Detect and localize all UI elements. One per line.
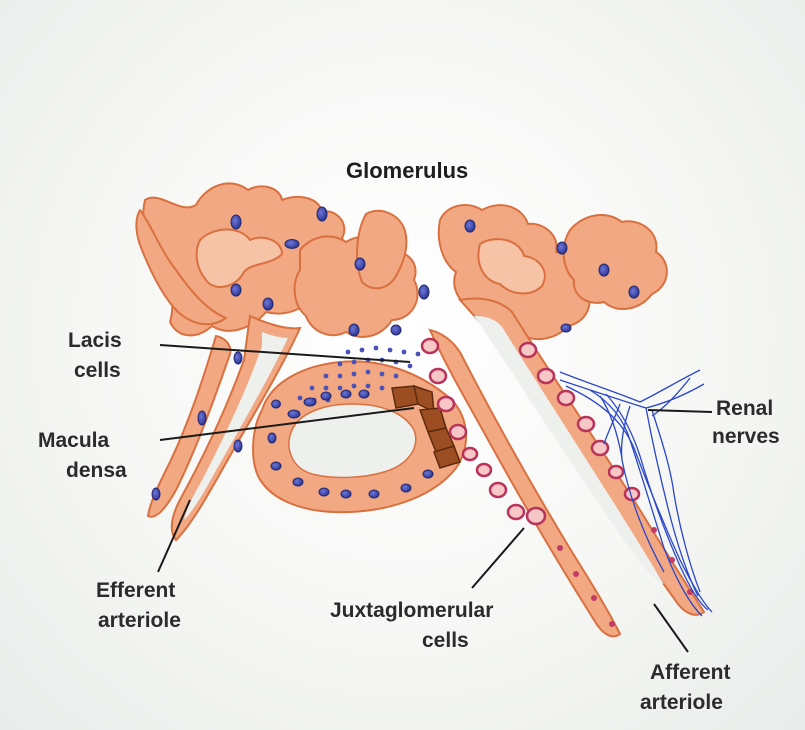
label-afferent-line2: arteriole <box>640 690 723 716</box>
nucleus <box>419 285 429 299</box>
glomerulus-capillary-tuft <box>136 183 666 339</box>
label-efferent-line2: arteriole <box>98 608 181 634</box>
nucleus <box>321 392 331 400</box>
leader-line-juxtaglomerular <box>472 528 524 588</box>
label-afferent-line1: Afferent <box>650 660 731 686</box>
nucleus <box>341 490 351 498</box>
nucleus <box>355 258 365 270</box>
nucleus <box>341 390 351 398</box>
nucleus <box>557 242 567 254</box>
nucleus <box>234 352 242 364</box>
nucleus <box>198 411 206 425</box>
label-efferent-line1: Efferent <box>96 578 175 604</box>
nucleus <box>231 215 241 229</box>
nucleus <box>268 433 276 443</box>
nucleus <box>349 324 359 336</box>
nucleus <box>391 325 401 335</box>
nucleus <box>359 390 369 398</box>
label-renal-line1: Renal <box>716 396 773 422</box>
afferent-arteriole <box>430 299 704 637</box>
nucleus <box>465 220 475 232</box>
nucleus <box>629 286 639 298</box>
diagram-title: Glomerulus <box>346 158 468 184</box>
nucleus <box>271 462 281 470</box>
leader-line-afferent <box>654 604 688 652</box>
nucleus <box>599 264 609 276</box>
nucleus <box>561 324 571 332</box>
label-renal-line2: nerves <box>712 424 780 450</box>
label-jg-line1: Juxtaglomerular <box>330 598 493 624</box>
nucleus <box>293 478 303 486</box>
nucleus <box>263 298 273 310</box>
nucleus <box>369 490 379 498</box>
nucleus <box>304 398 316 406</box>
capillary-loop-far-right <box>564 215 667 309</box>
nucleus <box>288 410 300 418</box>
nucleus <box>401 484 411 492</box>
distal-tubule <box>253 361 466 512</box>
nucleus <box>319 488 329 496</box>
label-lacis-line1: Lacis <box>68 328 122 354</box>
label-jg-line2: cells <box>422 628 469 654</box>
nucleus <box>285 240 299 249</box>
nucleus <box>152 488 160 500</box>
nucleus <box>231 284 241 296</box>
label-macula-line2: densa <box>66 458 127 484</box>
nucleus <box>423 470 433 478</box>
nucleus <box>272 400 281 408</box>
label-lacis-line2: cells <box>74 358 121 384</box>
nucleus <box>234 440 242 452</box>
label-macula-line1: Macula <box>38 428 109 454</box>
nucleus <box>317 207 327 221</box>
